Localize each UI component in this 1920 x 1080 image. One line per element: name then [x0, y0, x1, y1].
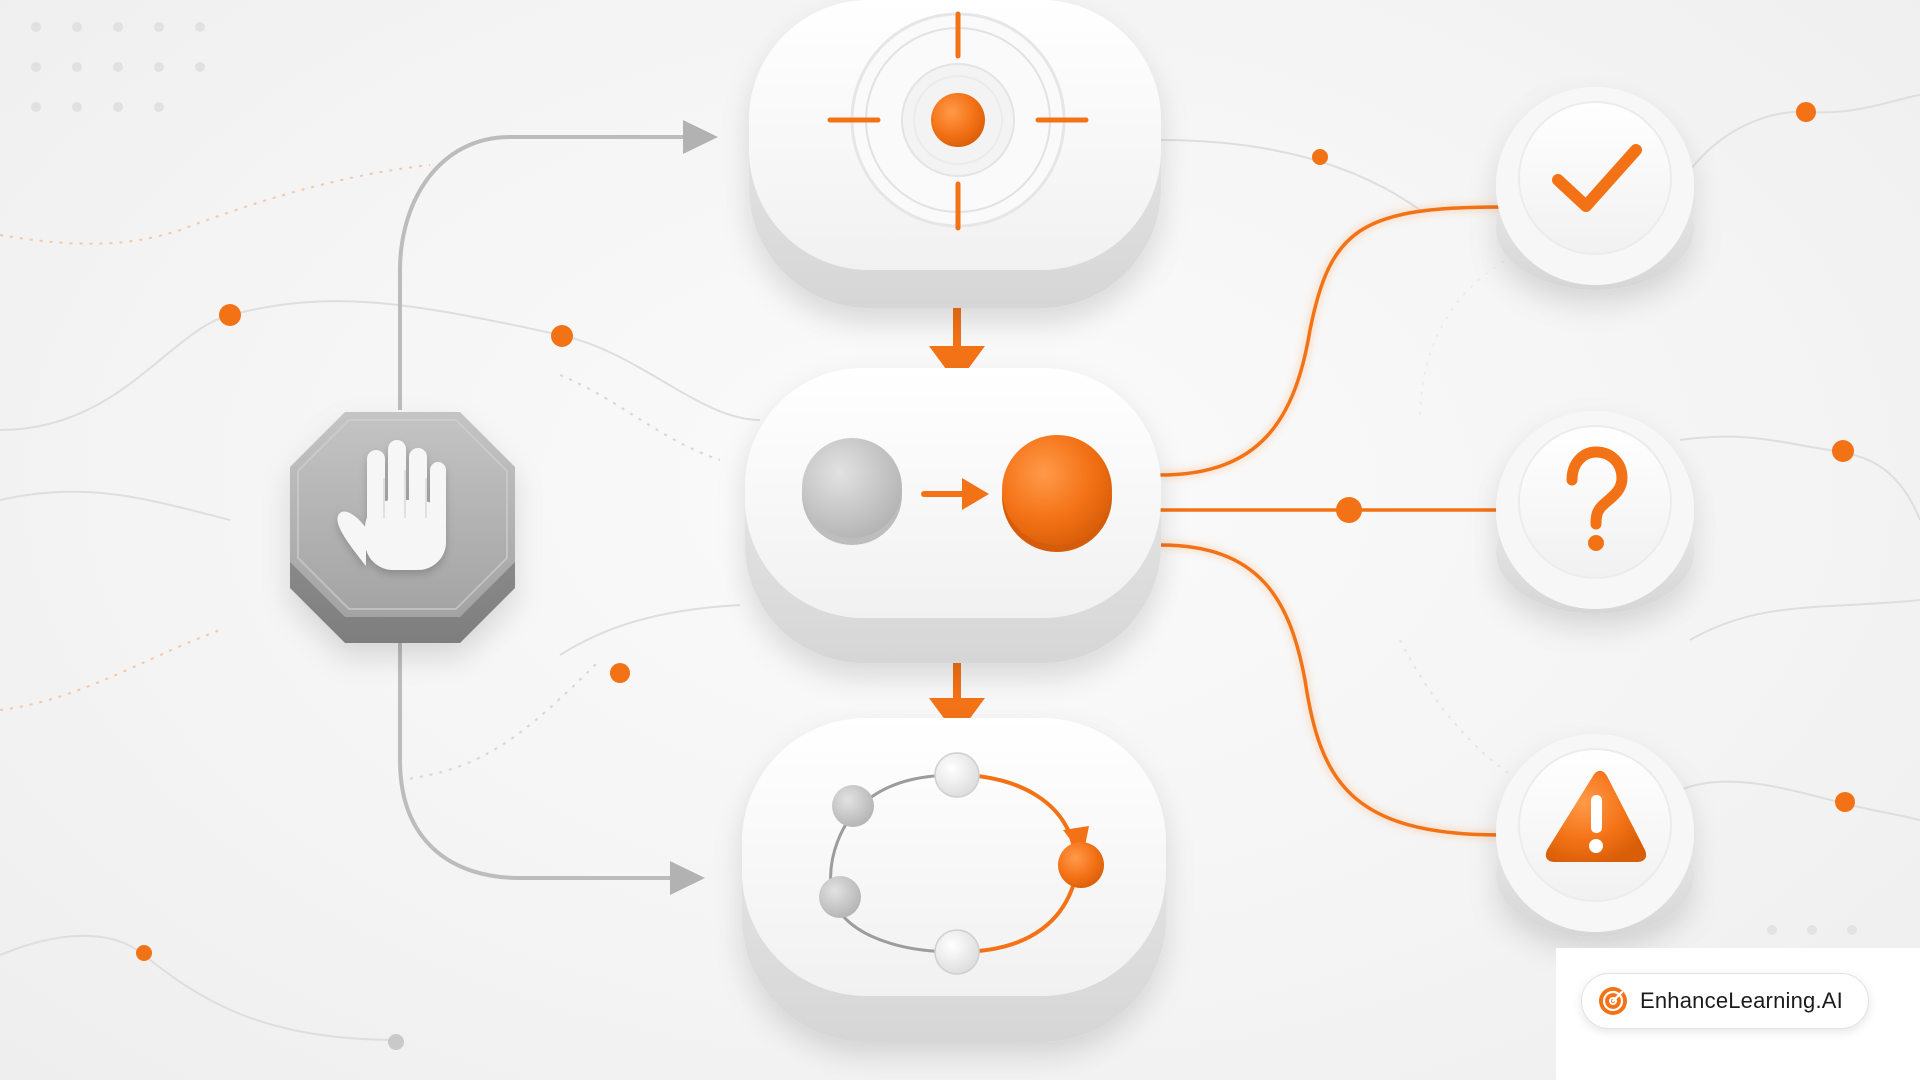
grid-dot — [195, 62, 205, 72]
background-dashed-waves — [0, 164, 1561, 801]
crosshair-target-icon — [827, 11, 1089, 231]
grid-dot — [195, 22, 205, 32]
target-logo-icon — [1599, 987, 1627, 1015]
grid-dot — [154, 22, 164, 32]
state-transition-icon — [802, 435, 1112, 552]
raised-hand-icon — [337, 440, 446, 570]
brand-label: EnhanceLearning.AI — [1640, 988, 1843, 1013]
stop-to-cycle-connector — [398, 630, 705, 895]
transition-to-cycle-arrow — [929, 652, 985, 736]
decorative-dots — [136, 102, 1855, 1050]
grid-dot — [31, 22, 41, 32]
grid-dot — [113, 62, 123, 72]
decorative-dot-grid — [31, 22, 205, 112]
uncertain-outcome-node[interactable] — [1496, 411, 1694, 614]
decorative-dot-grid-right — [1767, 925, 1857, 935]
success-outcome-node[interactable] — [1496, 87, 1694, 290]
stop-to-target-connector — [398, 120, 718, 410]
grid-dot — [113, 22, 123, 32]
grid-dot — [154, 102, 164, 112]
grid-dot — [72, 62, 82, 72]
target-to-transition-arrow — [929, 294, 985, 384]
grid-dot — [31, 102, 41, 112]
transition-to-outcomes-connectors — [1159, 203, 1501, 839]
checkmark-icon — [1552, 144, 1642, 212]
grid-dot — [154, 62, 164, 72]
warning-triangle-icon — [1545, 770, 1647, 862]
grid-dot — [113, 102, 123, 112]
question-mark-icon — [1566, 446, 1628, 551]
grid-dot — [72, 102, 82, 112]
grid-dot — [31, 62, 41, 72]
grid-dot — [72, 22, 82, 32]
cycle-loop-icon — [819, 752, 1104, 975]
brand-badge[interactable]: EnhanceLearning.AI — [1581, 973, 1869, 1029]
